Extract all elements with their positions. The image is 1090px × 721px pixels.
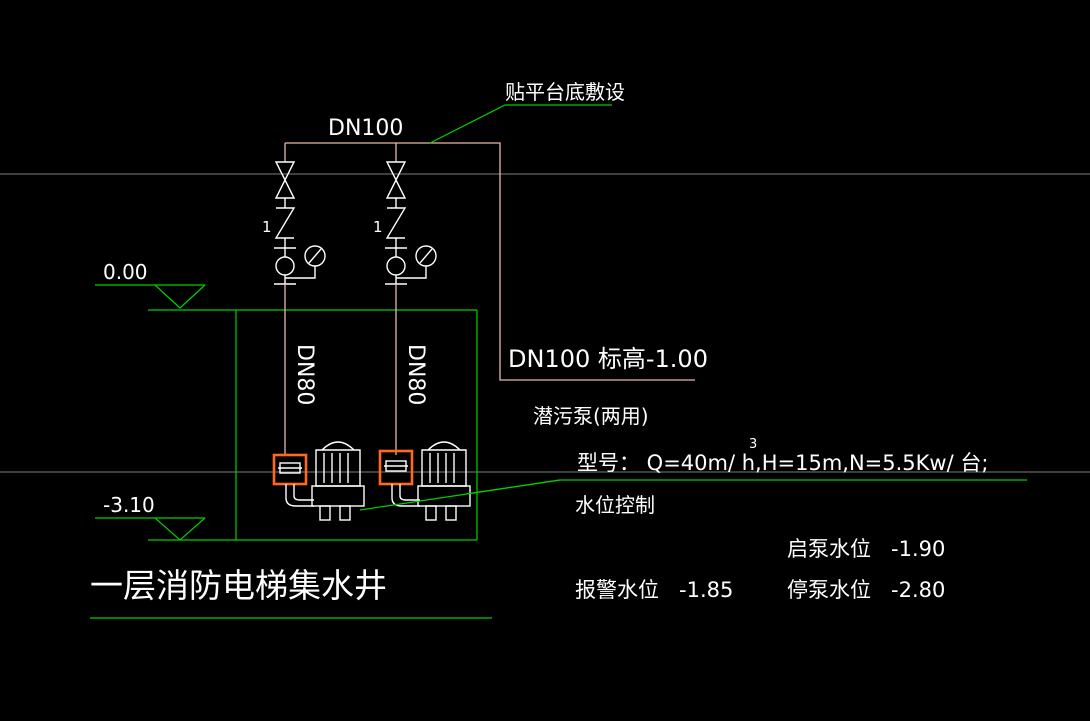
main-pipe-label: DN100 — [328, 116, 403, 141]
submersible-pump-1 — [272, 441, 365, 521]
elevation-marker-bottom: -3.10 — [95, 493, 206, 541]
sump-pit-outline — [148, 309, 478, 541]
start-pump-level: 启泵水位 -1.90 — [787, 537, 945, 561]
pump-title: 潜污泵(两用) — [533, 404, 649, 428]
check-valve-1-icon — [274, 207, 296, 239]
pump-spec: 型号： Q=40m/ h,H=15m,N=5.5Kw/ 台; — [577, 451, 988, 475]
pump-branch-2: 1 DN80 — [373, 161, 437, 455]
note-top-label: 贴平台底敷设 — [505, 80, 625, 104]
alarm-level: 报警水位 -1.85 — [575, 578, 733, 602]
elevation-label-top: 0.00 — [103, 260, 148, 284]
pump-spec-leaders — [359, 479, 1027, 511]
outlet-label: DN100 标高-1.00 — [508, 345, 708, 373]
flow-meter-2-icon — [386, 256, 406, 276]
elevation-label-bottom: -3.10 — [103, 493, 155, 517]
elevation-marker-top: 0.00 — [95, 260, 206, 309]
note-leader-line — [429, 104, 612, 144]
gate-valve-1-icon — [274, 161, 296, 199]
branch-pipe-label-2: DN80 — [403, 344, 428, 405]
pump-1-highlight-box — [272, 453, 308, 486]
valve-tag-1: 1 — [262, 218, 272, 236]
pump-spec-superscript: 3 — [749, 437, 757, 452]
valve-tag-2: 1 — [373, 218, 383, 236]
main-discharge-pipe — [284, 142, 695, 381]
flow-meter-1-icon — [275, 256, 295, 276]
water-level-control-label: 水位控制 — [575, 493, 655, 517]
stop-pump-level: 停泵水位 -2.80 — [787, 578, 945, 602]
gate-valve-2-icon — [385, 161, 407, 199]
pump-branch-1: 1 DN80 — [262, 161, 326, 455]
pump-2-highlight-box — [378, 449, 414, 486]
branch-pipe-label-1: DN80 — [292, 344, 317, 405]
submersible-pump-2 — [378, 441, 471, 521]
pit-title: 一层消防电梯集水井 — [90, 566, 387, 605]
check-valve-2-icon — [385, 207, 407, 239]
